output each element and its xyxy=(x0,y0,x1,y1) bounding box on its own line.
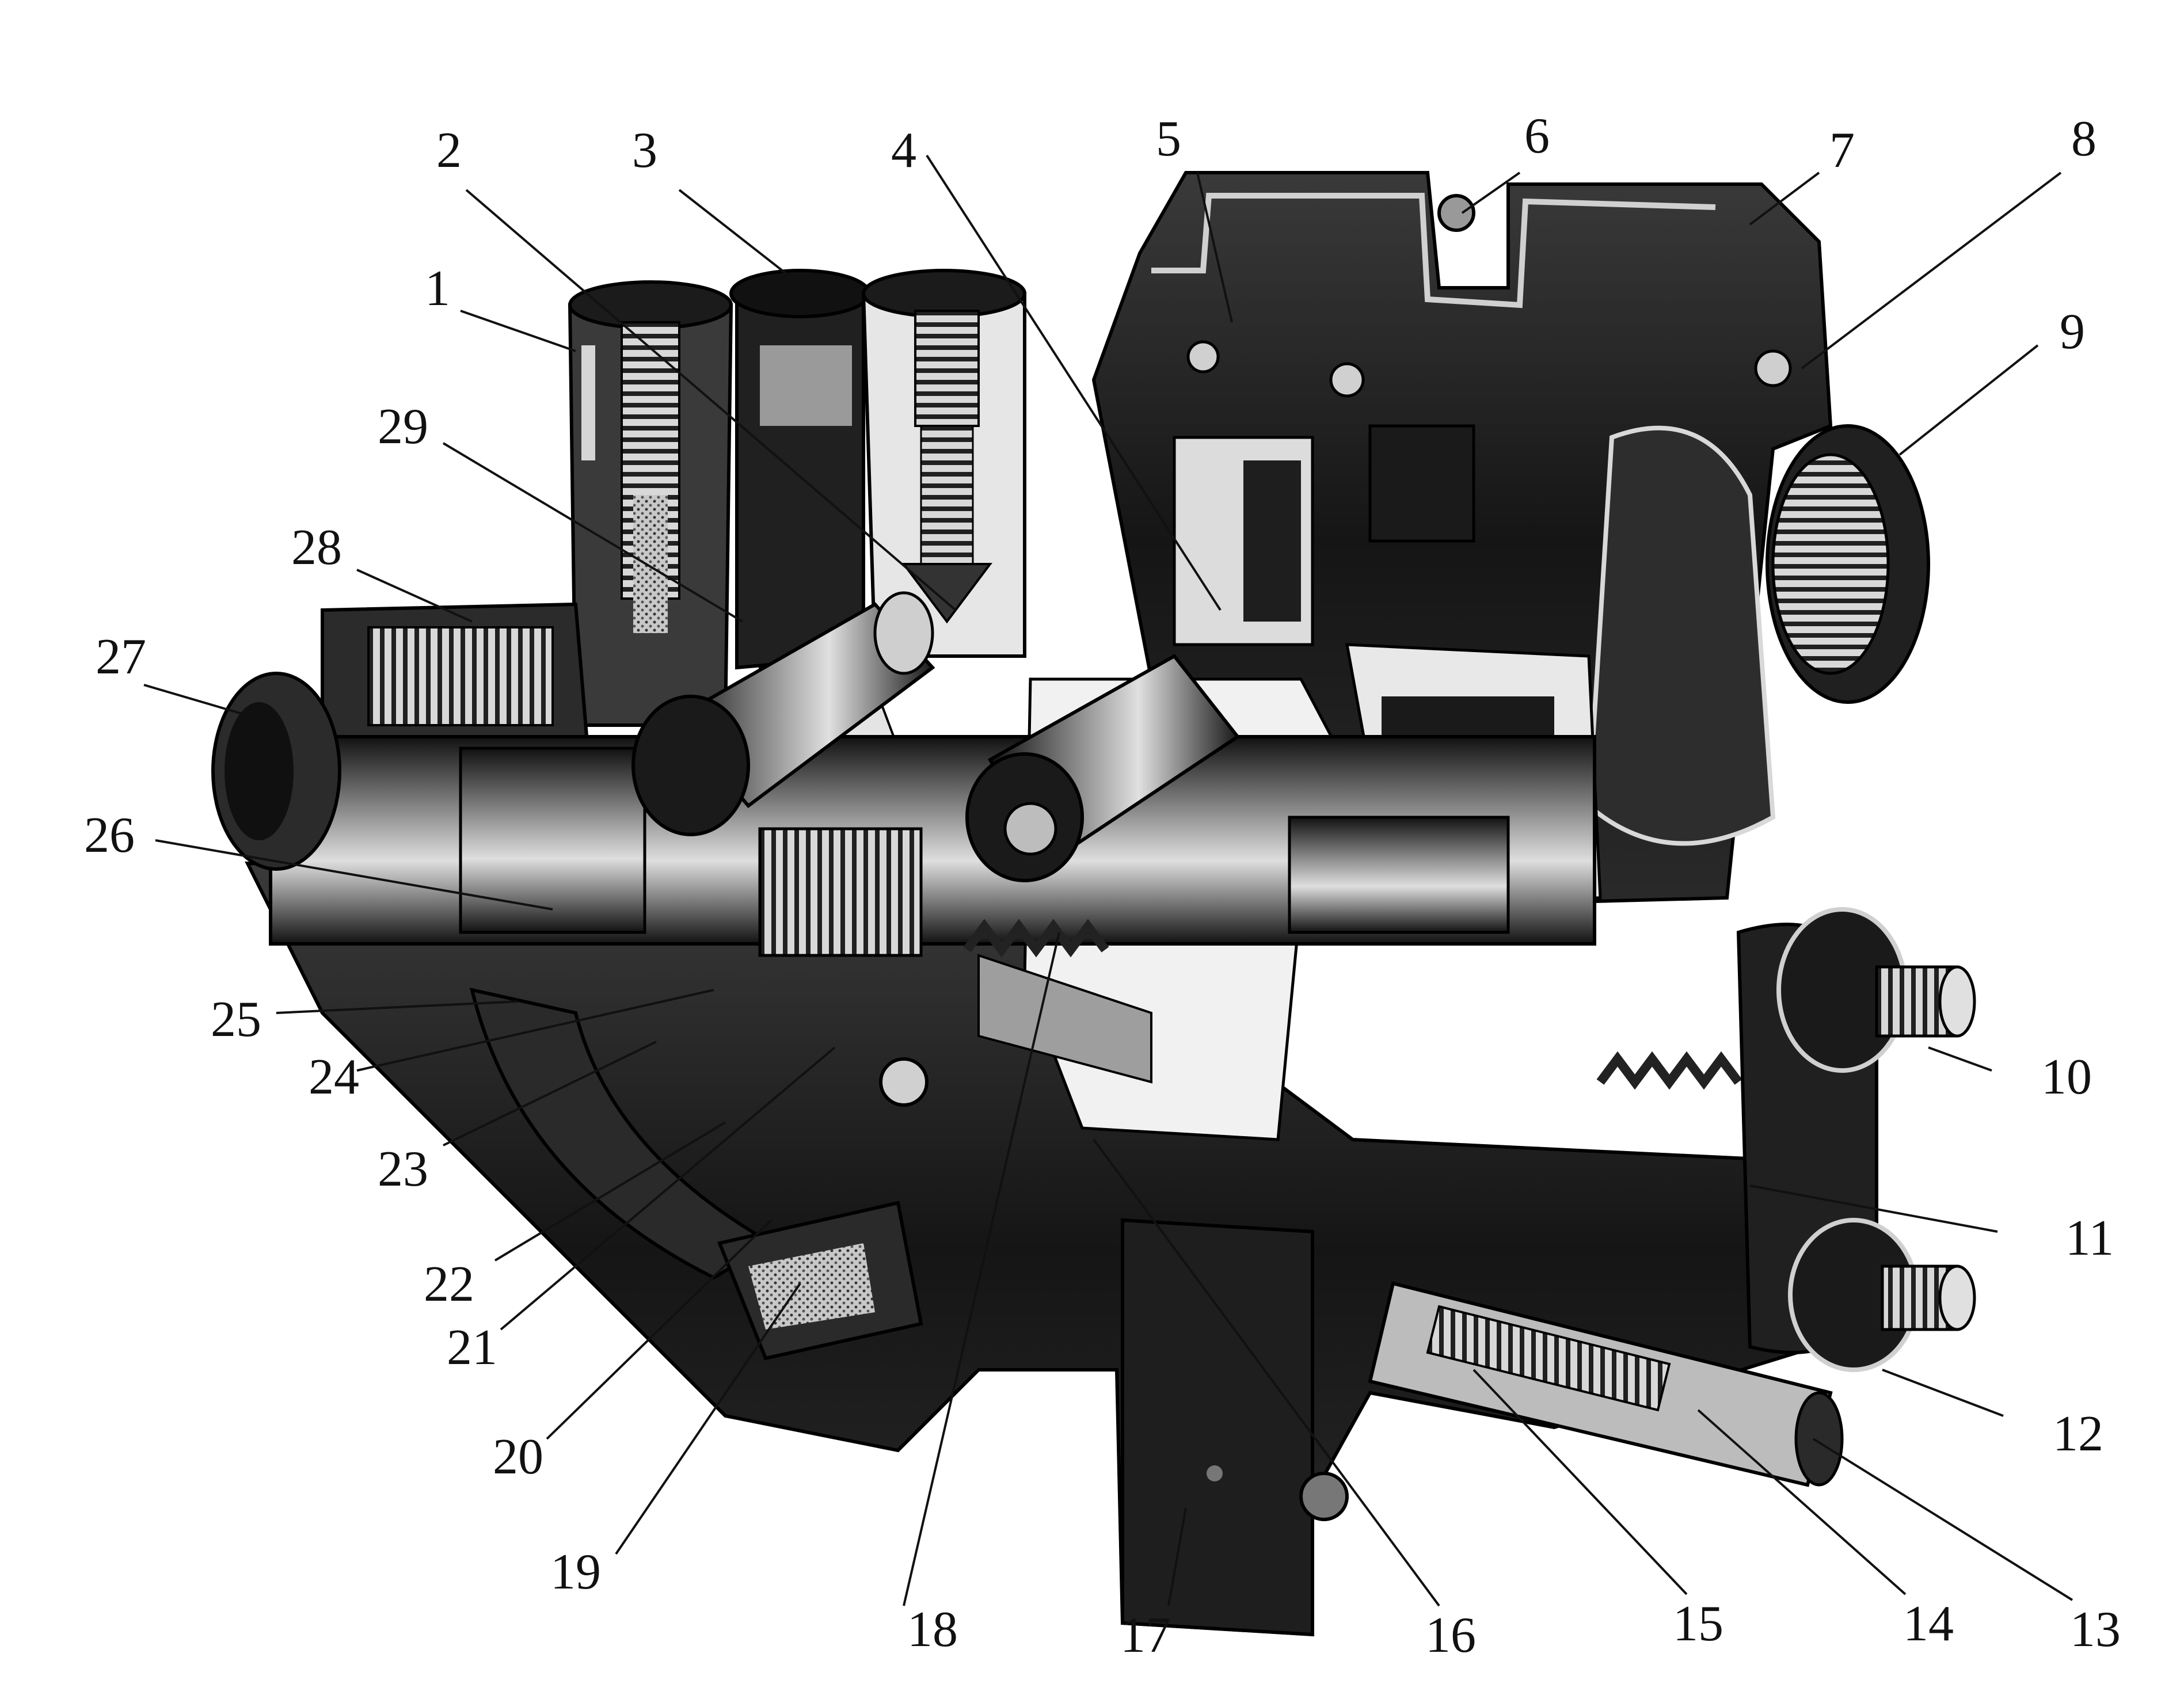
leader-25 xyxy=(276,1000,519,1014)
callout-10: 10 xyxy=(2041,1049,2092,1105)
leader-9 xyxy=(1898,344,2039,456)
upper-left-shaft xyxy=(321,602,589,751)
leader-19 xyxy=(615,1282,801,1555)
spring-center xyxy=(963,919,1109,958)
callout-5: 5 xyxy=(1156,111,1181,167)
callout-2: 2 xyxy=(436,123,462,178)
callout-6: 6 xyxy=(1524,108,1550,164)
callout-19: 19 xyxy=(550,1544,601,1600)
leader-16 xyxy=(1093,1138,1440,1607)
lever-group xyxy=(717,1057,929,1361)
leader-15 xyxy=(1473,1369,1688,1595)
callout-26: 26 xyxy=(84,807,135,863)
callout-20: 20 xyxy=(493,1429,543,1485)
main-shaft xyxy=(269,735,1596,957)
leader-13 xyxy=(1812,1438,2073,1601)
leader-lines xyxy=(143,154,2073,1607)
callout-15: 15 xyxy=(1673,1596,1723,1652)
callout-21: 21 xyxy=(447,1320,497,1376)
leader-14 xyxy=(1697,1409,1907,1595)
leader-11 xyxy=(1749,1184,1998,1233)
callout-25: 25 xyxy=(211,992,261,1047)
callout-28: 28 xyxy=(291,520,342,576)
leader-7 xyxy=(1749,172,1820,226)
leader-18 xyxy=(903,932,1060,1606)
leader-20 xyxy=(546,1219,773,1440)
leader-28 xyxy=(356,569,473,623)
leader-22 xyxy=(494,1121,726,1262)
lower-spindle xyxy=(1368,1281,1844,1487)
end-cap-left xyxy=(211,672,341,871)
callout-14: 14 xyxy=(1903,1596,1954,1652)
spring-right xyxy=(1596,1051,1742,1090)
callout-7: 7 xyxy=(1829,123,1855,178)
leader-4 xyxy=(926,154,1222,611)
solenoid-29 xyxy=(631,591,935,836)
leader-3 xyxy=(678,189,813,295)
leader-1 xyxy=(460,310,576,352)
callout-8: 8 xyxy=(2071,111,2097,167)
callout-3: 3 xyxy=(632,123,657,178)
valve-tower-left xyxy=(568,280,733,727)
callout-11: 11 xyxy=(2065,1210,2114,1266)
leader-5 xyxy=(1196,172,1233,323)
leader-6 xyxy=(1461,172,1521,214)
leader-10 xyxy=(1928,1046,1992,1072)
callout-29: 29 xyxy=(378,399,428,455)
callout-1: 1 xyxy=(425,261,450,317)
callout-27: 27 xyxy=(96,629,146,685)
callout-22: 22 xyxy=(424,1256,474,1312)
callout-12: 12 xyxy=(2053,1406,2103,1462)
leader-17 xyxy=(1167,1507,1187,1606)
leader-29 xyxy=(442,442,744,623)
callout-16: 16 xyxy=(1425,1607,1476,1663)
callout-23: 23 xyxy=(378,1141,428,1197)
leader-2 xyxy=(465,189,957,611)
leader-27 xyxy=(143,684,242,715)
callout-4: 4 xyxy=(891,123,916,178)
callout-18: 18 xyxy=(907,1602,958,1658)
leader-26 xyxy=(155,839,553,911)
leader-12 xyxy=(1882,1369,2004,1417)
valve-block-illustration xyxy=(211,171,1976,1637)
callout-24: 24 xyxy=(309,1049,359,1105)
callout-numbers: 1 2 3 4 5 6 7 8 9 10 11 12 13 14 15 16 1… xyxy=(84,108,2121,1663)
mounting-foot xyxy=(1121,1218,1314,1637)
callout-17: 17 xyxy=(1120,1607,1171,1663)
leader-8 xyxy=(1801,172,2062,369)
leader-24 xyxy=(356,989,714,1072)
callout-9: 9 xyxy=(2060,304,2085,360)
callout-13: 13 xyxy=(2070,1602,2121,1658)
solenoid-4 xyxy=(965,654,1241,882)
leader-21 xyxy=(500,1046,836,1331)
leader-23 xyxy=(443,1041,657,1146)
right-ports xyxy=(1736,907,1976,1372)
